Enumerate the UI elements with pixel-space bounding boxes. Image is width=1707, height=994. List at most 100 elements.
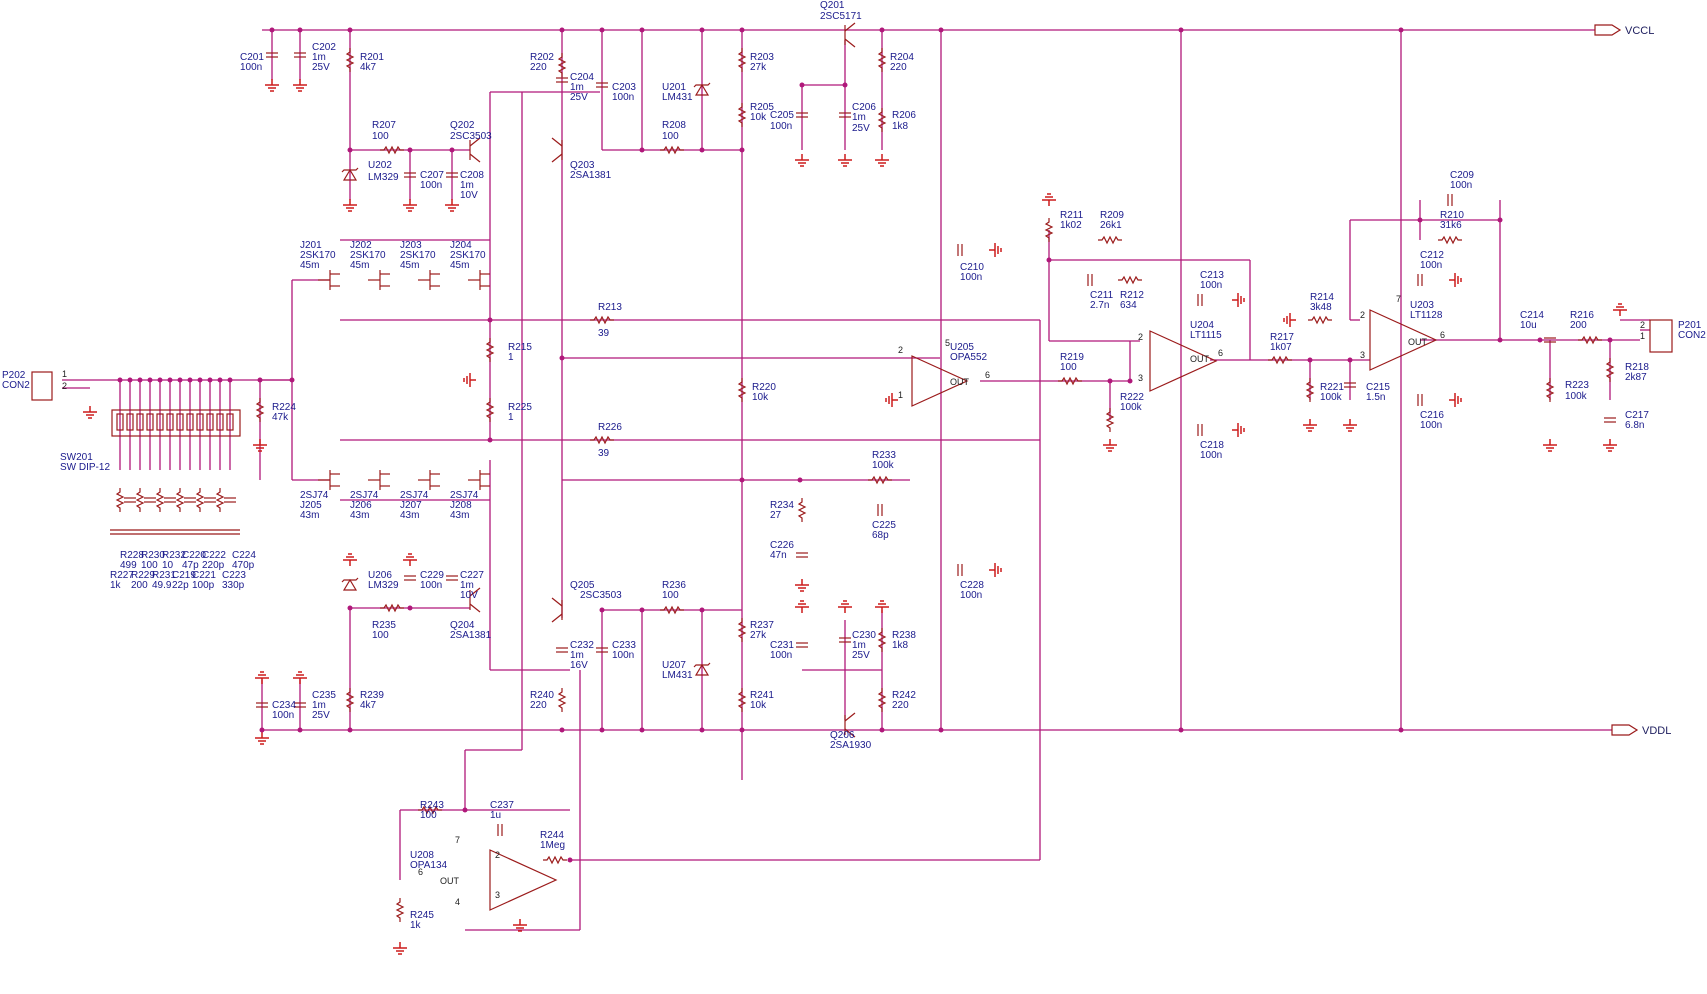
svg-text:R210: R210	[1440, 210, 1464, 221]
resistor-r204	[877, 48, 887, 72]
svg-text:C232: C232	[570, 640, 594, 651]
svg-text:6.8n: 6.8n	[1625, 420, 1644, 431]
capacitor-c217	[1604, 417, 1616, 423]
resistor-r240	[557, 688, 567, 712]
capacitor-c231	[796, 642, 808, 648]
ground-c216	[1449, 393, 1462, 407]
svg-text:2: 2	[1360, 310, 1365, 320]
resistor-r221	[1305, 378, 1315, 402]
svg-text:7: 7	[1396, 294, 1401, 304]
svg-text:499: 499	[120, 560, 137, 571]
svg-text:330p: 330p	[222, 580, 245, 591]
svg-text:16V: 16V	[570, 660, 588, 671]
ground-p202	[83, 406, 97, 419]
svg-text:2: 2	[62, 381, 67, 391]
svg-text:2SA1381: 2SA1381	[450, 630, 492, 641]
svg-text:49.9: 49.9	[152, 580, 172, 591]
svg-text:10k: 10k	[750, 112, 767, 123]
svg-text:2SJ74: 2SJ74	[450, 490, 479, 501]
resistor-r234	[797, 498, 807, 522]
svg-text:43m: 43m	[350, 510, 369, 521]
component-symbols	[31, 22, 1673, 955]
dip-resistor-6	[175, 488, 185, 512]
svg-text:100n: 100n	[770, 650, 792, 661]
svg-text:Q204: Q204	[450, 620, 475, 631]
svg-text:100n: 100n	[1420, 420, 1442, 431]
resistor-r211	[1044, 218, 1054, 242]
svg-text:2: 2	[898, 345, 903, 355]
wires	[62, 29, 1650, 931]
svg-text:C229: C229	[420, 570, 444, 581]
transistor-q203	[551, 137, 563, 163]
svg-text:45m: 45m	[350, 260, 369, 271]
svg-text:100p: 100p	[192, 580, 215, 591]
svg-text:C218: C218	[1200, 440, 1224, 451]
dip-cap-7	[184, 497, 196, 503]
svg-text:C201: C201	[240, 52, 264, 63]
resistor-r238	[877, 628, 887, 652]
svg-text:100n: 100n	[1200, 450, 1222, 461]
net-label-vddl: VDDL	[1642, 725, 1671, 737]
svg-text:1m: 1m	[570, 82, 584, 93]
resistor-r210	[1438, 235, 1462, 245]
svg-text:C215: C215	[1366, 382, 1390, 393]
svg-text:LM431: LM431	[662, 670, 693, 681]
svg-text:100n: 100n	[272, 710, 294, 721]
resistor-r215	[485, 338, 495, 362]
svg-text:3k48: 3k48	[1310, 302, 1332, 313]
svg-text:1.5n: 1.5n	[1366, 392, 1385, 403]
svg-text:5: 5	[945, 338, 950, 348]
resistor-r243	[418, 805, 442, 815]
svg-text:C210: C210	[960, 262, 984, 273]
svg-text:C209: C209	[1450, 170, 1474, 181]
svg-text:45m: 45m	[300, 260, 319, 271]
svg-text:100k: 100k	[1565, 391, 1588, 402]
svg-text:C227: C227	[460, 570, 484, 581]
capacitor-c203	[596, 82, 608, 88]
resistor-r241	[737, 688, 747, 712]
reference-u201	[693, 82, 711, 96]
transistor-q205	[551, 597, 563, 623]
capacitor-c213	[1197, 294, 1203, 306]
svg-text:C234: C234	[272, 700, 296, 711]
svg-text:R227: R227	[110, 570, 134, 581]
svg-text:2: 2	[495, 850, 500, 860]
svg-text:R216: R216	[1570, 310, 1594, 321]
svg-text:47p: 47p	[182, 560, 199, 571]
svg-text:45m: 45m	[450, 260, 469, 271]
resistor-r225	[485, 398, 495, 422]
resistor-r213	[590, 315, 614, 325]
transistor-q206	[844, 712, 856, 738]
svg-text:R202: R202	[530, 52, 554, 63]
svg-text:220p: 220p	[202, 560, 225, 571]
resistor-r218	[1605, 358, 1615, 382]
ground-c208	[445, 199, 459, 212]
capacitor-c202	[294, 52, 306, 58]
ground-p201	[1613, 303, 1627, 316]
svg-text:U204: U204	[1190, 320, 1214, 331]
svg-text:2SK170: 2SK170	[400, 250, 436, 261]
transistor-q202	[469, 137, 481, 163]
